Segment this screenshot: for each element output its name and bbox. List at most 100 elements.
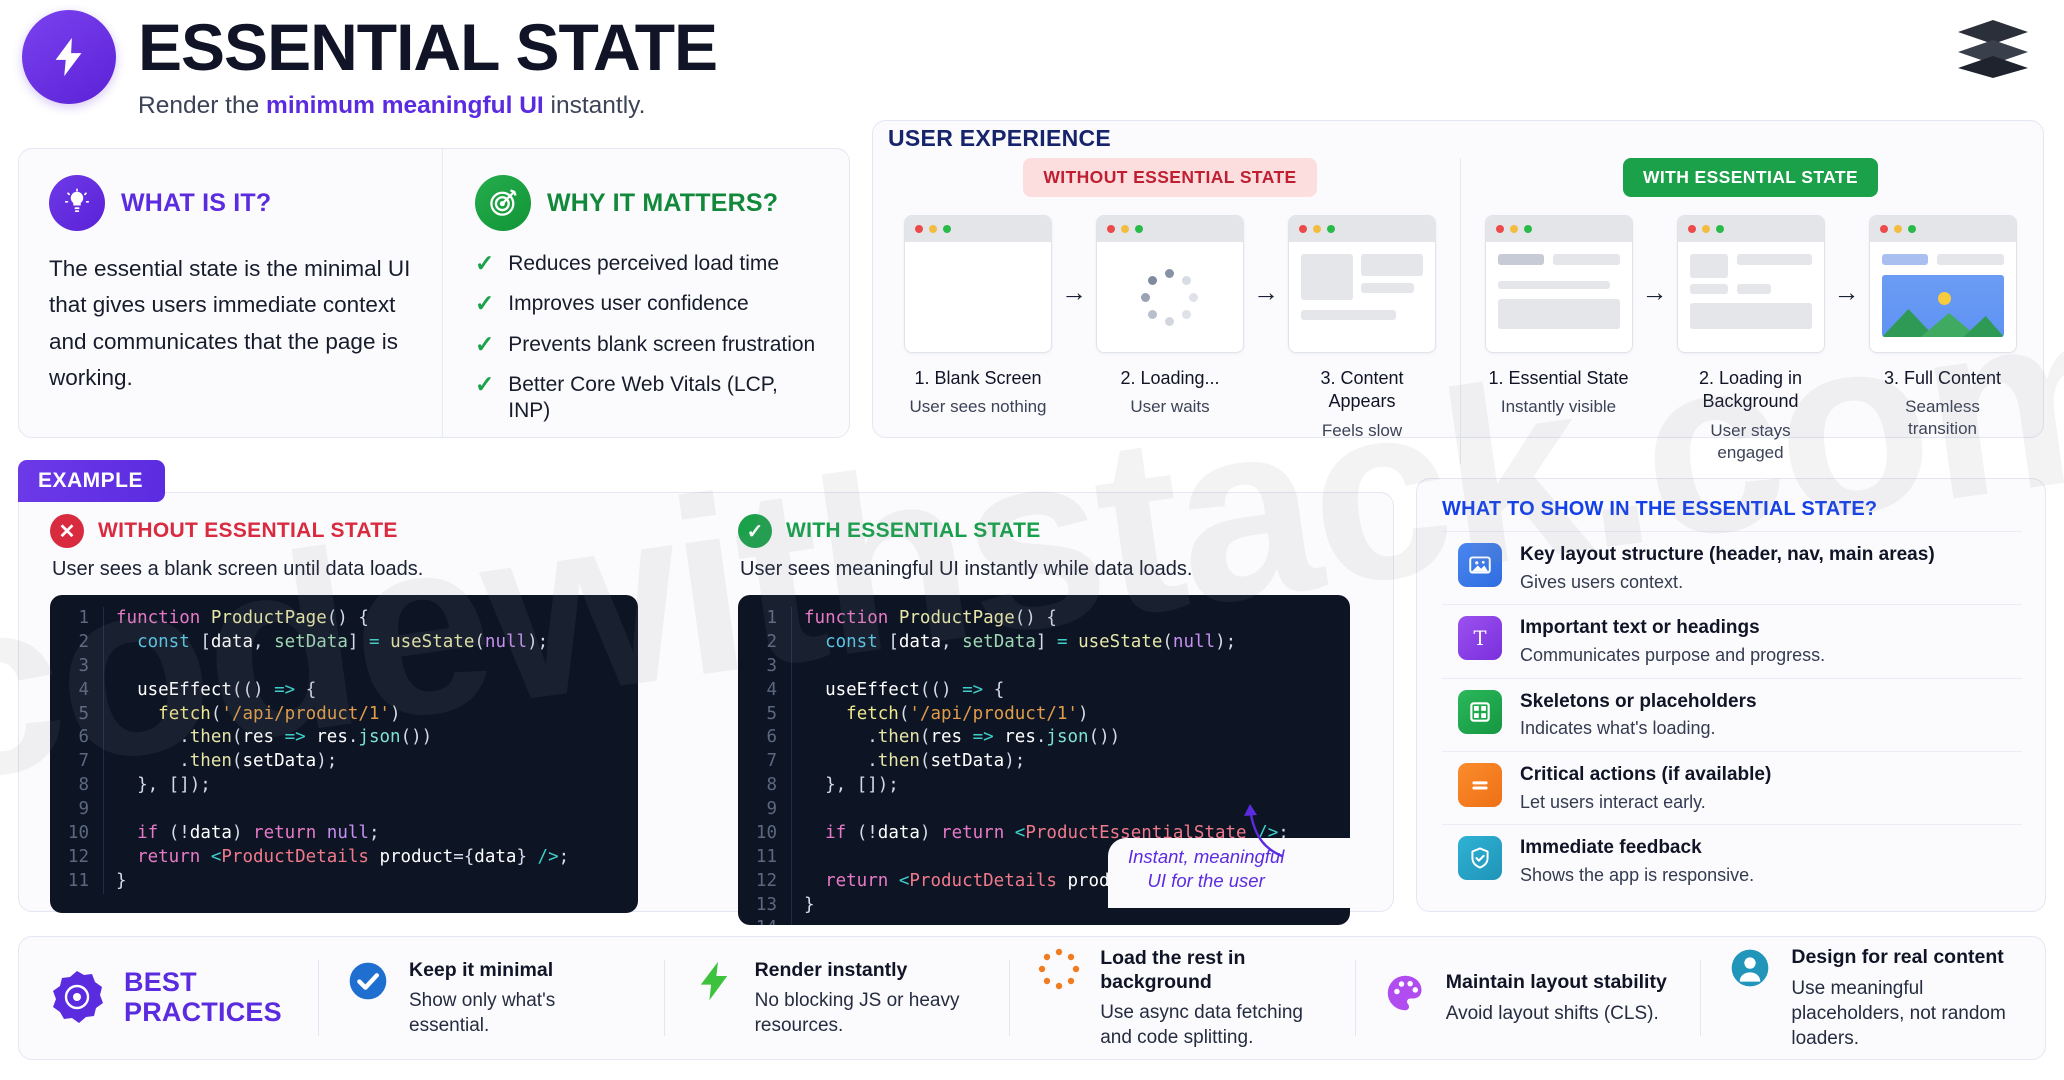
photo-window bbox=[1868, 215, 2017, 353]
step-caption: 2. Loading in Background bbox=[1698, 368, 1803, 412]
line-number: 13 bbox=[738, 893, 792, 918]
why-it-matters-section: WHY IT MATTERS? ✓ Reduces perceived load … bbox=[441, 149, 849, 437]
callout-text: Instant, meaningful UI for the user bbox=[1128, 845, 1284, 894]
item-sub: Communicates purpose and progress. bbox=[1520, 645, 1826, 665]
code-line: const [data, setData] = useState(null); bbox=[137, 631, 549, 652]
window-close-dot bbox=[1299, 225, 1307, 233]
what-is-it-heading: WHAT IS IT? bbox=[121, 188, 272, 217]
window-maximize-dot bbox=[943, 225, 951, 233]
user-experience-title: USER EXPERIENCE bbox=[888, 125, 1112, 151]
sun-icon bbox=[1937, 292, 1951, 306]
example-without-section: ✕ WITHOUT ESSENTIAL STATE User sees a bl… bbox=[18, 492, 706, 925]
arrow-icon: → bbox=[1641, 277, 1668, 307]
ux-step-loading-background: 2. Loading in Background User stays enga… bbox=[1676, 215, 1825, 464]
mountains-icon bbox=[1881, 309, 2004, 337]
line-number: 6 bbox=[738, 726, 792, 751]
window-maximize-dot bbox=[1327, 225, 1335, 233]
line-number: 4 bbox=[50, 678, 104, 703]
item-sub: Avoid layout shifts (CLS). bbox=[1445, 1002, 1659, 1024]
item-heading: Skeletons or placeholders bbox=[1520, 690, 1757, 712]
line-number: 5 bbox=[50, 702, 104, 727]
check-icon: ✓ bbox=[474, 370, 495, 397]
what-to-show-title: WHAT TO SHOW IN THE ESSENTIAL STATE? bbox=[1442, 498, 1878, 520]
subtitle-post: instantly. bbox=[543, 92, 646, 119]
loading-bg-window bbox=[1676, 215, 1825, 353]
header: ESSENTIAL STATE Render the minimum meani… bbox=[22, 10, 718, 120]
divider bbox=[318, 960, 319, 1036]
item-heading: Immediate feedback bbox=[1520, 837, 1702, 858]
arrow-icon: → bbox=[1833, 277, 1860, 307]
callout-background bbox=[1108, 838, 1376, 908]
item-sub: Shows the app is responsive. bbox=[1520, 864, 1755, 885]
spinner-window bbox=[1096, 215, 1244, 353]
check-circle-icon: ✓ bbox=[738, 514, 772, 548]
window-minimize-dot bbox=[929, 225, 937, 233]
code-line bbox=[116, 655, 127, 679]
ux-with-badge: WITH ESSENTIAL STATE bbox=[1622, 158, 1879, 197]
subtitle-pre: Render the bbox=[138, 92, 267, 119]
arrow-icon: → bbox=[1061, 277, 1087, 307]
step-caption: 2. Loading... bbox=[1120, 368, 1220, 388]
best-practices-brand: BEST PRACTICES bbox=[18, 968, 318, 1027]
item-sub: No blocking JS or heavy resources. bbox=[754, 990, 960, 1037]
list-item-label: Improves user confidence bbox=[508, 292, 749, 316]
step-subcaption: Instantly visible bbox=[1500, 397, 1617, 417]
blank-window bbox=[904, 215, 1052, 353]
code-line: .then(res => res.json()) bbox=[867, 727, 1121, 748]
what-to-show-panel bbox=[1416, 478, 2046, 912]
code-line bbox=[804, 655, 815, 679]
best-practices-label-line1: BEST bbox=[124, 967, 197, 998]
stacked-layers-icon bbox=[1958, 20, 2028, 78]
window-maximize-dot bbox=[1907, 225, 1916, 233]
palette-icon bbox=[1382, 970, 1428, 1016]
item-heading: Maintain layout stability bbox=[1445, 971, 1667, 994]
item-heading: Render instantly bbox=[754, 958, 908, 981]
window-minimize-dot bbox=[1893, 225, 1902, 233]
why-it-matters-heading: WHY IT MATTERS? bbox=[546, 188, 779, 217]
line-number: 11 bbox=[738, 845, 792, 870]
subtitle-highlight: minimum meaningful UI bbox=[266, 92, 544, 119]
best-practices-panel bbox=[18, 936, 2046, 1060]
code-line: .then(setData); bbox=[867, 751, 1026, 772]
best-practices-label-line2: PRACTICES bbox=[124, 997, 282, 1027]
line-number: 10 bbox=[738, 821, 792, 846]
line-number: 9 bbox=[738, 798, 792, 822]
code-line: }, []); bbox=[137, 775, 211, 796]
line-number: 3 bbox=[50, 654, 104, 679]
step-caption: 3. Content Appears bbox=[1320, 368, 1404, 412]
code-line: useEffect(() => { bbox=[825, 679, 1005, 700]
line-number: 11 bbox=[50, 869, 104, 894]
check-circle-icon bbox=[345, 958, 391, 1004]
code-line bbox=[804, 917, 815, 925]
item-sub: Indicates what's loading. bbox=[1520, 718, 1716, 739]
list-item-label: Reduces perceived load time bbox=[508, 252, 780, 275]
what-is-it-body: The essential state is the minimal UI th… bbox=[49, 256, 411, 391]
ux-with-group: WITH ESSENTIAL STATE 1. Essential State … bbox=[1460, 158, 2040, 464]
line-number: 12 bbox=[50, 845, 104, 870]
list-item-label: Better Core Web Vitals (LCP, INP) bbox=[508, 372, 778, 422]
check-icon: ✓ bbox=[474, 330, 495, 357]
code-line: } bbox=[804, 894, 815, 915]
list-item-label: Prevents blank screen frustration bbox=[508, 332, 816, 356]
code-line: const [data, setData] = useState(null); bbox=[825, 631, 1237, 652]
code-line: .then(setData); bbox=[179, 751, 338, 772]
example-tab: EXAMPLE bbox=[18, 460, 166, 502]
step-caption: 3. Full Content bbox=[1883, 368, 2002, 388]
line-number: 8 bbox=[738, 774, 792, 798]
item-heading: Important text or headings bbox=[1520, 617, 1760, 639]
lightbulb-icon bbox=[49, 175, 105, 231]
line-number: 12 bbox=[738, 869, 792, 894]
example-with-subtitle: User sees meaningful UI instantly while … bbox=[740, 558, 1193, 580]
example-with-title: WITH ESSENTIAL STATE bbox=[786, 519, 1041, 542]
item-heading: Critical actions (if available) bbox=[1520, 763, 1772, 785]
svg-text:T: T bbox=[1473, 627, 1486, 650]
item-heading: Design for real content bbox=[1791, 946, 2004, 969]
best-practices-label: BEST PRACTICES bbox=[124, 968, 282, 1027]
code-line: fetch('/api/product/1') bbox=[846, 703, 1089, 724]
text-t-icon: T bbox=[1458, 616, 1502, 661]
ux-step-loading: 2. Loading... User waits bbox=[1096, 215, 1244, 418]
